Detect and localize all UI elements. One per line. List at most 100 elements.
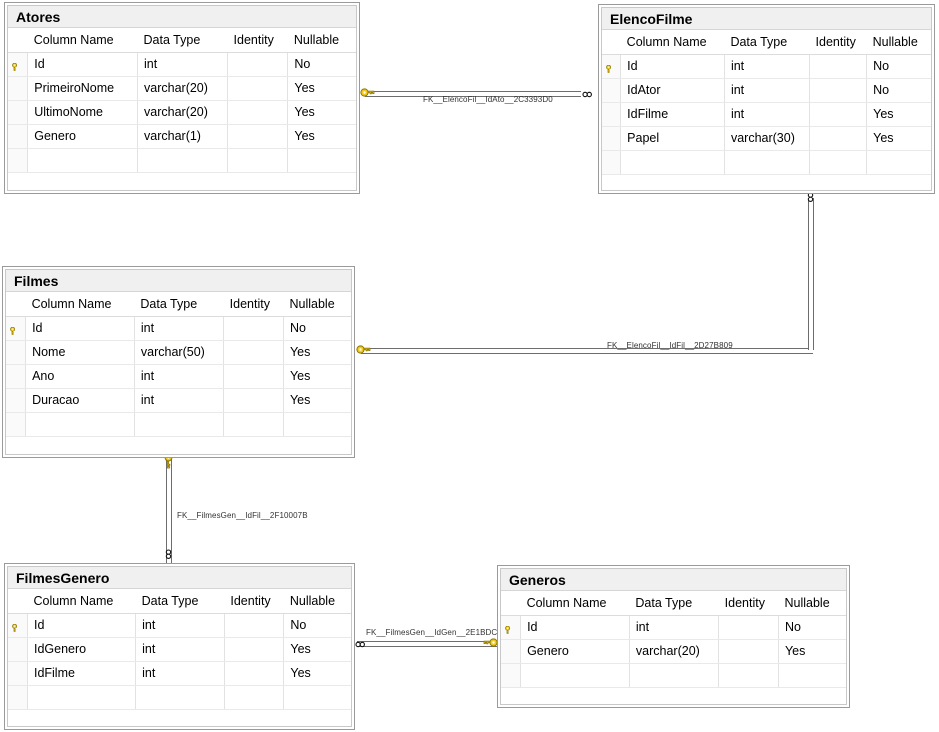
table-title-filmesgenero: FilmesGenero [8, 567, 351, 589]
header-column-name: Column Name [520, 591, 630, 616]
table-row-empty[interactable] [8, 148, 356, 173]
table-elencofilme[interactable]: ElencoFilme Column Name Data Type Identi… [598, 4, 935, 194]
table-title-generos: Generos [501, 569, 846, 591]
cell-data-type: int [724, 54, 811, 79]
table-row-empty[interactable] [6, 412, 351, 437]
primary-key-cell [8, 661, 28, 686]
cell-identity [809, 78, 868, 103]
cell-identity [809, 126, 868, 151]
table-title-atores: Atores [8, 6, 356, 28]
cell-identity [223, 340, 284, 365]
table-row-empty[interactable] [501, 663, 846, 688]
table-header-row: Column Name Data Type Identity Nullable [501, 591, 846, 616]
table-header-row: Column Name Data Type Identity Nullable [6, 292, 351, 317]
cell-column-name: IdFilme [27, 661, 137, 686]
header-data-type: Data Type [137, 28, 228, 53]
table-row[interactable]: Id int No [602, 54, 931, 79]
table-row[interactable]: Id int No [501, 615, 846, 640]
infinity-many-side-icon [163, 548, 174, 571]
table-row-empty[interactable] [8, 685, 351, 710]
table-row[interactable]: UltimoNome varchar(20) Yes [8, 100, 356, 125]
cell-data-type: varchar(20) [137, 76, 229, 101]
table-row[interactable]: Id int No [8, 52, 356, 77]
cell-data-type: varchar(30) [724, 126, 811, 151]
header-column-name: Column Name [25, 292, 135, 317]
cell-column-name: UltimoNome [27, 100, 139, 125]
relationship-line-elencofil-idfil-horizontal[interactable] [361, 348, 813, 354]
table-row[interactable]: Ano int Yes [6, 364, 351, 389]
relationship-label-elencofil-idato: FK__ElencoFil__IdAto__2C3393D0 [423, 95, 553, 104]
cell-identity [227, 76, 289, 101]
primary-key-cell [6, 340, 27, 365]
cell-identity [223, 316, 284, 341]
primary-key-cell [6, 388, 27, 413]
table-generos[interactable]: Generos Column Name Data Type Identity N… [497, 565, 850, 708]
primary-key-cell [8, 124, 29, 149]
cell-nullable: Yes [866, 102, 931, 127]
table-row[interactable]: Genero varchar(1) Yes [8, 124, 356, 149]
table-row[interactable]: Papel varchar(30) Yes [602, 126, 931, 151]
relationship-label-filmesgen-idgen: FK__FilmesGen__IdGen__2E1BDC42 [366, 628, 507, 637]
cell-column-name: Id [27, 52, 139, 77]
cell-nullable: Yes [283, 637, 351, 662]
cell-identity [224, 661, 285, 686]
cell-column-name: Genero [520, 639, 630, 664]
cell-column-name: Genero [27, 124, 139, 149]
cell-identity [718, 615, 779, 640]
table-grid-elencofilme: Column Name Data Type Identity Nullable [602, 30, 931, 175]
relationship-line-elencofil-idato[interactable] [365, 91, 581, 97]
table-row[interactable]: Nome varchar(50) Yes [6, 340, 351, 365]
cell-nullable: Yes [287, 124, 356, 149]
primary-key-cell [8, 52, 29, 77]
infinity-many-side-icon [354, 637, 372, 655]
cell-identity [227, 52, 289, 77]
cell-nullable: Yes [283, 364, 351, 389]
table-row[interactable]: IdFilme int Yes [602, 102, 931, 127]
primary-key-cell [6, 316, 27, 341]
header-data-type: Data Type [134, 292, 224, 317]
primary-key-cell [602, 54, 622, 79]
table-row[interactable]: Id int No [6, 316, 351, 341]
cell-identity [224, 637, 285, 662]
cell-data-type: int [629, 615, 720, 640]
infinity-many-side-icon [581, 87, 599, 105]
cell-nullable: Yes [778, 639, 846, 664]
relationship-line-filmesgen-idgen[interactable] [357, 641, 498, 647]
header-column-name: Column Name [620, 30, 725, 55]
table-row[interactable]: Duracao int Yes [6, 388, 351, 413]
table-row[interactable]: IdAtor int No [602, 78, 931, 103]
table-title-filmes: Filmes [6, 270, 351, 292]
table-row[interactable]: Genero varchar(20) Yes [501, 639, 846, 664]
relationship-label-elencofil-idfil: FK__ElencoFil__IdFil__2D27B809 [607, 341, 733, 350]
table-row[interactable]: Id int No [8, 613, 351, 638]
table-filmes[interactable]: Filmes Column Name Data Type Identity Nu… [2, 266, 355, 458]
table-atores[interactable]: Atores Column Name Data Type Identity Nu… [4, 2, 360, 194]
primary-key-cell [8, 637, 28, 662]
table-grid-filmes: Column Name Data Type Identity Nullable [6, 292, 351, 437]
primary-key-cell [8, 100, 29, 125]
relationship-line-elencofil-idfil-vertical[interactable] [808, 198, 814, 350]
header-data-type: Data Type [724, 30, 810, 55]
cell-column-name: Duracao [25, 388, 135, 413]
table-filmesgenero[interactable]: FilmesGenero Column Name Data Type Ident… [4, 563, 355, 730]
table-row[interactable]: IdGenero int Yes [8, 637, 351, 662]
primary-key-cell [6, 364, 27, 389]
header-nullable: Nullable [287, 28, 356, 53]
primary-key-cell [501, 615, 522, 640]
header-data-type: Data Type [629, 591, 719, 616]
cell-identity [718, 639, 779, 664]
primary-key-cell [8, 613, 28, 638]
table-row[interactable]: PrimeiroNome varchar(20) Yes [8, 76, 356, 101]
header-nullable: Nullable [283, 292, 351, 317]
table-row-empty[interactable] [602, 150, 931, 175]
primary-key-cell [602, 78, 622, 103]
cell-nullable: No [778, 615, 846, 640]
relationship-line-filmesgen-idfil[interactable] [166, 459, 172, 563]
header-identity: Identity [223, 292, 284, 317]
primary-key-icon [12, 621, 22, 632]
cell-identity [223, 388, 284, 413]
table-row[interactable]: IdFilme int Yes [8, 661, 351, 686]
cell-column-name: Id [25, 316, 135, 341]
table-grid-atores: Column Name Data Type Identity Nullable [8, 28, 356, 173]
